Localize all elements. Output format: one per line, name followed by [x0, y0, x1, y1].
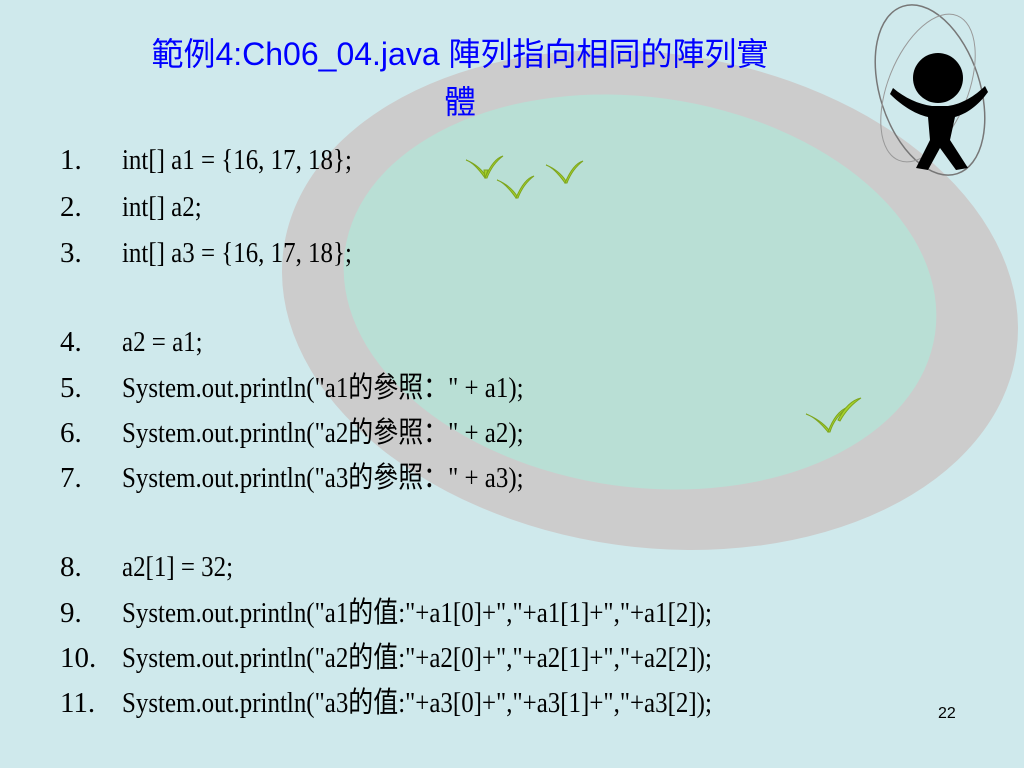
line-number: 5. — [60, 372, 82, 404]
line-number: 3. — [60, 237, 82, 269]
code-text: a2[1] = 32; — [122, 551, 234, 583]
code-text: int[] a1 = {16, 17, 18}; — [122, 144, 352, 176]
code-line: 8. a2[1] = 32; — [60, 549, 251, 585]
code-text: System.out.println("a3的值:"+a3[0]+","+a3[… — [122, 687, 712, 719]
line-number: 4. — [60, 326, 82, 358]
code-text: System.out.println("a2的值:"+a2[0]+","+a2[… — [122, 642, 712, 674]
stick-figure-icon — [874, 4, 988, 176]
grass-sprout-icon — [465, 155, 862, 433]
line-number: 2. — [60, 191, 82, 223]
code-text: a2 = a1; — [122, 326, 203, 358]
code-line: 1. int[] a1 = {16, 17, 18}; — [60, 142, 389, 178]
code-text: int[] a2; — [122, 191, 202, 223]
code-text: int[] a3 = {16, 17, 18}; — [122, 237, 352, 269]
code-line: 10. System.out.println("a2的值:"+a2[0]+","+… — [60, 640, 808, 676]
code-line: 5. System.out.println("a1的參照：" + a1); — [60, 370, 589, 406]
line-number: 1. — [60, 144, 82, 176]
code-line: 2. int[] a2; — [60, 189, 215, 225]
line-number: 7. — [60, 462, 82, 494]
code-line: 3. int[] a3 = {16, 17, 18}; — [60, 235, 389, 271]
line-number: 6. — [60, 417, 82, 449]
line-number: 11. — [60, 687, 96, 719]
slide-title: 範例4:Ch06_04.java 陣列指向相同的陣列實 體 — [40, 30, 880, 126]
code-line: 7. System.out.println("a3的參照：" + a3); — [60, 460, 589, 496]
code-line: 4. a2 = a1; — [60, 324, 216, 360]
code-text: System.out.println("a1的參照：" + a1); — [122, 372, 524, 404]
code-line: 9. System.out.println("a1的值:"+a1[0]+","+a… — [60, 595, 808, 631]
code-text: System.out.println("a3的參照：" + a3); — [122, 462, 524, 494]
line-number: 9. — [60, 597, 82, 629]
line-number: 8. — [60, 551, 82, 583]
pond-ellipse — [281, 50, 1019, 550]
title-line-2: 體 — [443, 84, 476, 120]
code-text: System.out.println("a2的參照：" + a2); — [122, 417, 524, 449]
code-line: 11. System.out.println("a3的值:"+a3[0]+","+… — [60, 685, 808, 721]
code-text: System.out.println("a1的值:"+a1[0]+","+a1[… — [122, 597, 712, 629]
page-number: 22 — [938, 705, 956, 722]
line-number: 10. — [60, 642, 97, 674]
code-line: 6. System.out.println("a2的參照：" + a2); — [60, 415, 589, 451]
title-line-1: 範例4:Ch06_04.java 陣列指向相同的陣列實 — [151, 36, 769, 72]
